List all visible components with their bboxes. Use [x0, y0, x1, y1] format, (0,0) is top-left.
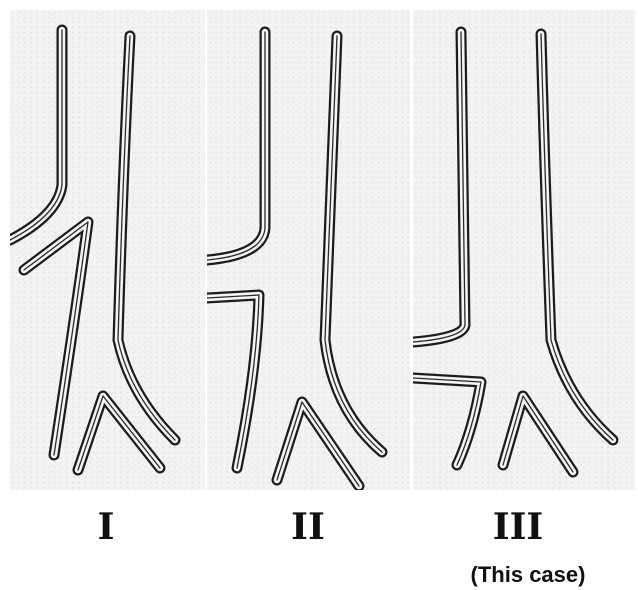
panel-sublabel-this-case: (This case)	[418, 562, 638, 588]
vessel-branches	[207, 32, 382, 486]
panel-label-type-1: I	[46, 506, 166, 548]
panel-label-type-2: II	[248, 506, 368, 548]
panel-label-type-3: III	[458, 506, 578, 548]
panel-type-1	[10, 10, 205, 490]
panel-type-2	[207, 10, 410, 490]
vessel-drawing-type-1	[10, 10, 205, 490]
main-trunk	[541, 34, 613, 440]
vessel-branches	[10, 30, 175, 470]
vessel-drawing-type-3	[413, 10, 635, 490]
vessel-branches	[413, 32, 613, 472]
vessel-drawing-type-2	[207, 10, 410, 490]
panel-type-3	[413, 10, 635, 490]
upper-left-branch	[413, 32, 465, 342]
upper-left-branch	[207, 32, 265, 260]
